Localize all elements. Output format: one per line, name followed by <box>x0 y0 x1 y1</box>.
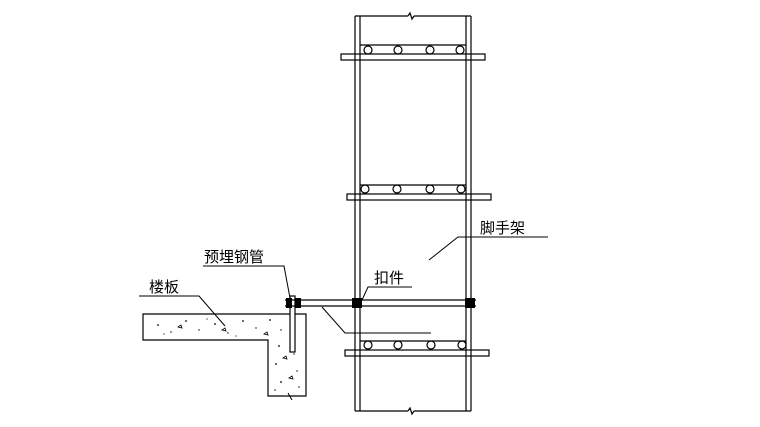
scaffold-frame <box>354 11 472 416</box>
label-embedded-pipe: 预埋钢管 <box>204 248 264 266</box>
tie-tube <box>285 299 476 307</box>
break-symbol-bottom <box>407 406 415 416</box>
floor-slab <box>142 313 307 401</box>
label-scaffold: 脚手架 <box>480 219 525 237</box>
leader-extra <box>321 306 431 334</box>
leader-scaffold <box>428 236 548 261</box>
label-floor-slab: 楼板 <box>149 278 179 296</box>
leader-embedded-pipe <box>203 265 291 299</box>
leader-floor-slab <box>139 295 226 327</box>
label-coupler: 扣件 <box>374 269 404 287</box>
scaffold-board-2 <box>346 184 492 201</box>
break-symbol-top <box>407 11 415 21</box>
scaffold-board-1 <box>340 44 486 61</box>
coupler-block <box>286 298 292 308</box>
scaffold-board-3 <box>344 340 490 357</box>
coupler-block <box>465 298 475 308</box>
concrete-texture <box>157 318 300 391</box>
coupler-block <box>295 298 301 308</box>
coupler-block <box>352 298 362 308</box>
couplers <box>286 298 475 308</box>
embedded-pipe <box>289 295 296 353</box>
leader-coupler <box>361 286 412 301</box>
leader-lines <box>139 236 548 334</box>
